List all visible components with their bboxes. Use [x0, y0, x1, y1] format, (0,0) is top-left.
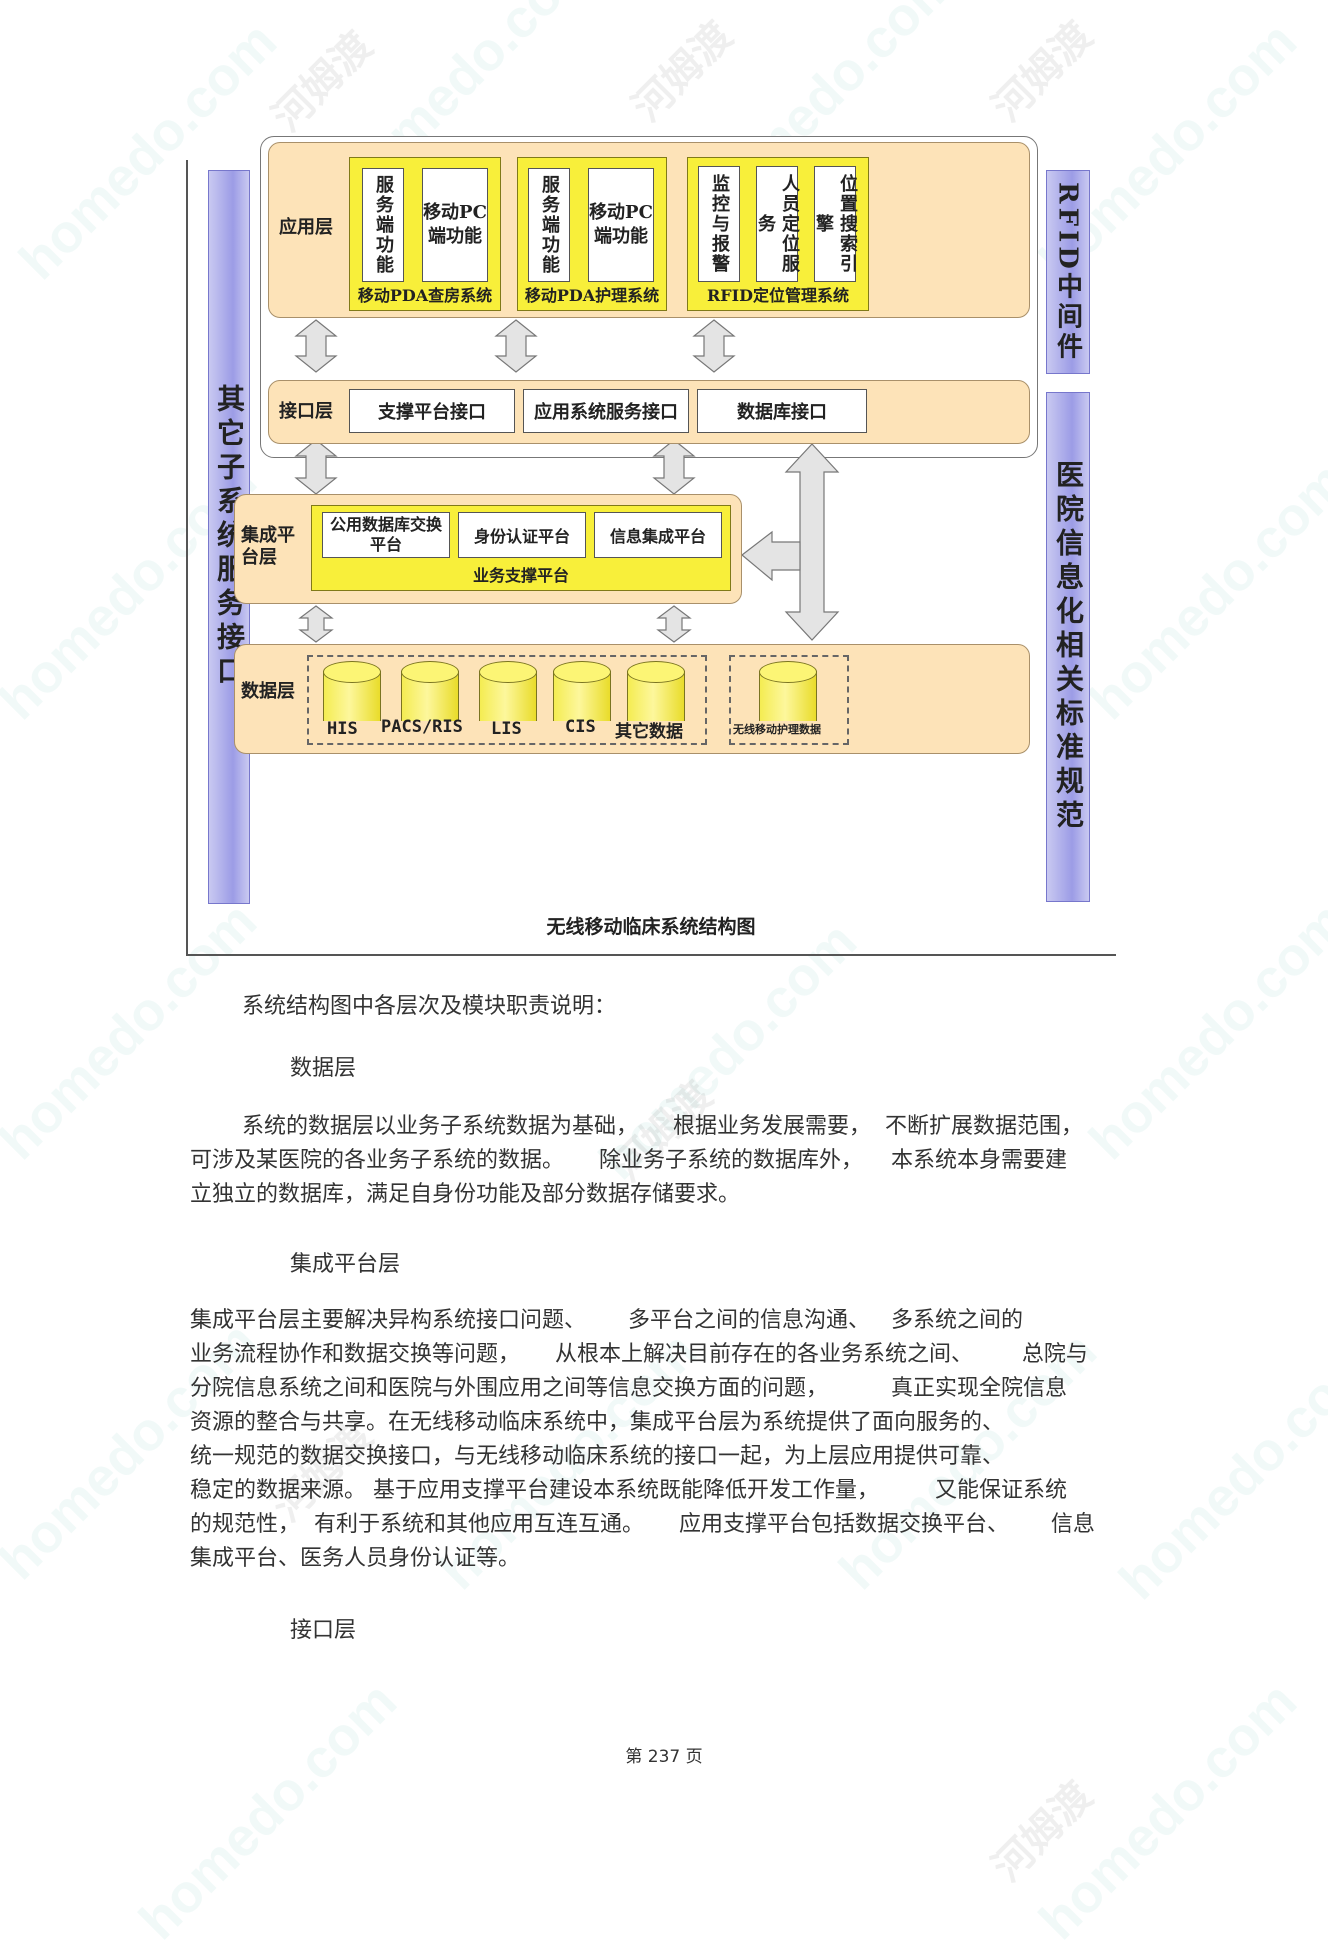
wireless-db-label: 无线移动护理数据: [733, 723, 821, 736]
cis-db-label: CIS: [565, 717, 596, 737]
business-support-platform: 公用数据库交换平台 身份认证平台 信息集成平台 业务支撑平台: [311, 505, 731, 591]
left-arrow: [741, 530, 801, 582]
system-title: RFID定位管理系统: [706, 286, 850, 305]
bidirectional-arrow: [294, 439, 338, 495]
platform-title: 业务支撑平台: [472, 566, 569, 585]
mobile-pc-function-box: 移动PC端功能: [422, 168, 488, 282]
rfid-middleware-label: RFID中间件: [1052, 181, 1083, 363]
personnel-location-box: 人员定位服务: [755, 166, 800, 282]
section-paragraph: 集成平台层主要解决异构系统接口问题、 多平台之间的信息沟通、 多系统之间的 业务…: [190, 1304, 1170, 1576]
rfid-middleware-bar: RFID中间件: [1046, 170, 1090, 374]
diagram-frame-bottom: [186, 954, 1116, 956]
architecture-diagram: 其它子系统服务接口 RFID中间件 医院信息化相关标准规范 应用层 服务端功能 …: [186, 136, 1116, 960]
data-layer-label: 数据层: [241, 681, 295, 702]
page-number: 第 237 页: [625, 1747, 703, 1767]
interface-layer-label: 接口层: [279, 401, 333, 422]
pacs-ris-db-label: PACS/RIS: [381, 717, 463, 737]
paragraph-line: 分院信息系统之间和医院与外围应用之间等信息交换方面的问题， 真正实现全院信息: [190, 1376, 1067, 1401]
monitor-alarm-box: 监控与报警: [698, 166, 740, 282]
server-function-box: 服务端功能: [528, 168, 570, 282]
paragraph-line: 集成平台、医务人员身份认证等。: [190, 1546, 521, 1571]
location-search-engine-box: 位置搜索引擎: [813, 166, 858, 282]
paragraph-line: 集成平台层主要解决异构系统接口问题、 多平台之间的信息沟通、 多系统之间的: [190, 1308, 1023, 1333]
section-heading: 接口层: [290, 1618, 357, 1643]
pda-ward-round-system: 服务端功能 移动PC端功能 移动PDA查房系统: [349, 157, 501, 311]
his-db-label: HIS: [327, 719, 358, 739]
paragraph-line: 可涉及某医院的各业务子系统的数据。 除业务子系统的数据库外， 本系统本身需要建: [190, 1148, 1067, 1173]
bidirectional-arrow: [294, 319, 338, 373]
support-platform-interface-box: 支撑平台接口: [349, 389, 515, 433]
server-function-box: 服务端功能: [362, 168, 404, 282]
diagram-arrows: [294, 319, 840, 643]
watermark-cn: 河姆渡: [264, 23, 382, 141]
section-heading: 数据层: [290, 1056, 357, 1081]
database-icon: [479, 661, 537, 733]
info-integration-box: 信息集成平台: [594, 512, 722, 558]
wireless-db-group: 无线移动护理数据: [729, 655, 849, 745]
integration-layer-label: 集成平台层: [241, 525, 295, 568]
watermark-cn: 河姆渡: [984, 1773, 1102, 1891]
application-layer: 应用层 服务端功能 移动PC端功能 移动PDA查房系统 服务端功能 移动PC端功…: [268, 142, 1030, 318]
paragraph-line: 系统的数据层以业务子系统数据为基础， 根据业务发展需要， 不断扩展数据范围，: [242, 1114, 1083, 1139]
database-icon: [627, 661, 685, 733]
bidirectional-arrow: [298, 605, 334, 643]
paragraph-line: 立独立的数据库，满足自身份功能及部分数据存储要求。: [190, 1182, 741, 1207]
paragraph-line: 业务流程协作和数据交换等问题， 从根本上解决目前存在的各业务系统之间、 总院与: [190, 1342, 1088, 1367]
database-icon: [553, 661, 611, 733]
database-icon: [759, 661, 817, 733]
diagram-caption: 无线移动临床系统结构图: [546, 916, 756, 938]
lis-db-label: LIS: [491, 719, 522, 739]
database-interface-box: 数据库接口: [697, 389, 867, 433]
application-layer-label: 应用层: [279, 217, 333, 238]
system-title: 移动PDA查房系统: [357, 286, 493, 305]
intro-text: 系统结构图中各层次及模块职责说明：: [242, 994, 617, 1019]
integration-platform-layer: 集成平台层 公用数据库交换平台 身份认证平台 信息集成平台 业务支撑平台: [234, 494, 742, 604]
pda-nursing-system: 服务端功能 移动PC端功能 移动PDA护理系统: [517, 157, 667, 311]
data-layer: 数据层 HIS PACS/RIS LIS CIS 其它数据 无线移动护理数据: [234, 644, 1030, 754]
identity-auth-box: 身份认证平台: [458, 512, 586, 558]
paragraph-line: 的规范性， 有利于系统和其他应用互连互通。 应用支撑平台包括数据交换平台、 信息: [190, 1512, 1095, 1537]
business-db-group: HIS PACS/RIS LIS CIS 其它数据: [307, 655, 707, 745]
paragraph-line: 资源的整合与共享。在无线移动临床系统中，集成平台层为系统提供了面向服务的、: [190, 1410, 1005, 1435]
database-icon: [401, 661, 459, 733]
section-paragraph: 系统的数据层以业务子系统数据为基础， 根据业务发展需要， 不断扩展数据范围， 可…: [190, 1110, 1170, 1212]
paragraph-line: 统一规范的数据交换接口，与无线移动临床系统的接口一起，为上层应用提供可靠、: [190, 1444, 1005, 1469]
mobile-pc-function-box: 移动PC端功能: [588, 168, 654, 282]
diagram-frame-left: [186, 160, 188, 956]
watermark-text: homedo.com: [127, 1670, 409, 1952]
watermark-cn: 河姆渡: [984, 13, 1102, 131]
bidirectional-arrow: [494, 319, 538, 373]
watermark-cn: 河姆渡: [624, 13, 742, 131]
database-icon: [323, 661, 381, 733]
application-service-interface-box: 应用系统服务接口: [523, 389, 689, 433]
interface-layer: 接口层 支撑平台接口 应用系统服务接口 数据库接口: [268, 380, 1030, 444]
standards-label: 医院信息化相关标准规范: [1052, 460, 1085, 834]
watermark-text: homedo.com: [1027, 1670, 1309, 1952]
standards-bar: 医院信息化相关标准规范: [1046, 392, 1090, 902]
long-vertical-arrow: [784, 443, 840, 641]
paragraph-line: 稳定的数据来源。 基于应用支撑平台建设本系统既能降低开发工作量， 又能保证系统: [190, 1478, 1067, 1503]
bidirectional-arrow: [692, 319, 736, 373]
bidirectional-arrow: [656, 605, 692, 643]
rfid-location-system: 监控与报警 人员定位服务 位置搜索引擎 RFID定位管理系统: [687, 157, 869, 311]
shared-db-exchange-box: 公用数据库交换平台: [322, 512, 450, 558]
bidirectional-arrow: [652, 439, 696, 495]
system-title: 移动PDA护理系统: [524, 286, 660, 305]
section-heading: 集成平台层: [290, 1252, 401, 1277]
other-db-label: 其它数据: [615, 722, 683, 742]
